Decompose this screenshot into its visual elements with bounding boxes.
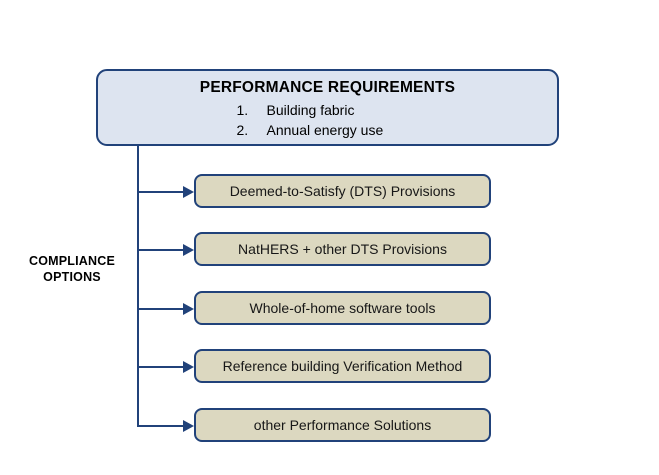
list-item: 2. Annual energy use	[237, 120, 419, 140]
connector-branch-2	[137, 249, 185, 251]
option-box-whole-of-home[interactable]: Whole-of-home software tools	[194, 291, 491, 325]
performance-requirements-box: PERFORMANCE REQUIREMENTS 1. Building fab…	[96, 69, 559, 146]
option-label: Whole-of-home software tools	[249, 300, 436, 316]
compliance-options-label-line2: OPTIONS	[43, 270, 101, 284]
list-item-label: Building fabric	[266, 102, 355, 118]
list-item: 1. Building fabric	[237, 100, 419, 120]
connector-branch-5	[137, 425, 185, 427]
list-item-number: 1.	[236, 102, 249, 118]
option-label: Deemed-to-Satisfy (DTS) Provisions	[229, 183, 456, 199]
connector-branch-4	[137, 366, 185, 368]
option-label: NatHERS + other DTS Provisions	[238, 241, 447, 257]
arrow-icon	[183, 361, 194, 373]
arrow-icon	[183, 420, 194, 432]
arrow-icon	[183, 303, 194, 315]
option-box-nathers[interactable]: NatHERS + other DTS Provisions	[194, 232, 491, 266]
connector-branch-1	[137, 191, 185, 193]
page-title: PERFORMANCE REQUIREMENTS	[199, 79, 456, 96]
performance-requirements-list: 1. Building fabric 2. Annual energy use	[98, 100, 557, 140]
arrow-icon	[183, 244, 194, 256]
list-item-number: 2.	[236, 122, 249, 138]
option-box-performance-solutions[interactable]: other Performance Solutions	[194, 408, 491, 442]
list-item-label: Annual energy use	[266, 122, 384, 138]
option-box-reference-building[interactable]: Reference building Verification Method	[194, 349, 491, 383]
option-box-deemed-to-satisfy[interactable]: Deemed-to-Satisfy (DTS) Provisions	[194, 174, 491, 208]
compliance-options-label-line1: COMPLIANCE	[28, 254, 116, 268]
option-label: Reference building Verification Method	[222, 358, 463, 374]
arrow-icon	[183, 186, 194, 198]
option-label: other Performance Solutions	[253, 417, 432, 433]
compliance-options-label: COMPLIANCE OPTIONS	[14, 253, 130, 285]
connector-branch-3	[137, 308, 185, 310]
connector-trunk	[137, 146, 139, 426]
